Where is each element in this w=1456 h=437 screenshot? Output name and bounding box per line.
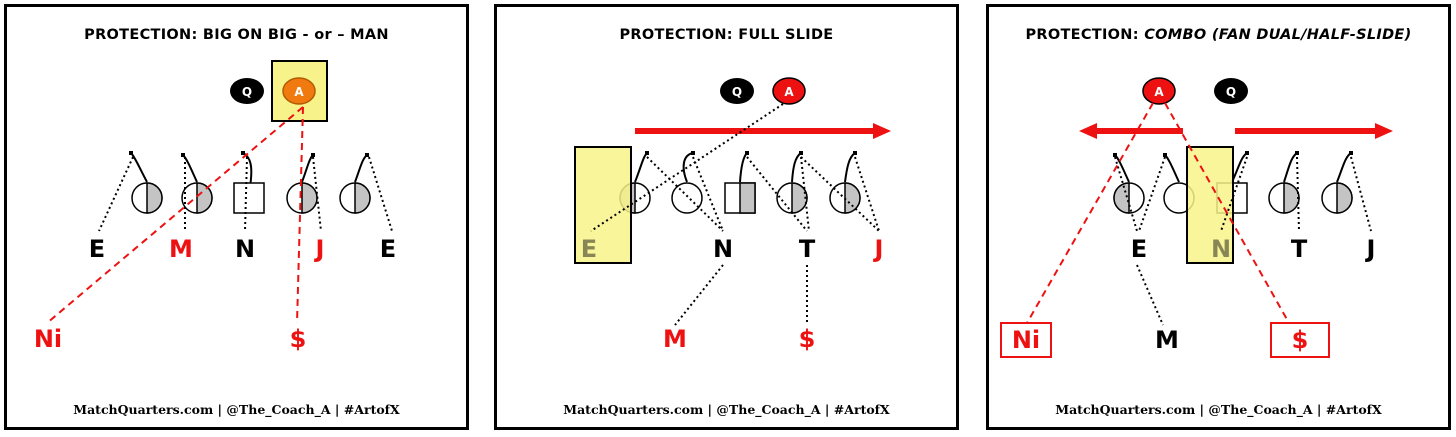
defender-ni: Ni xyxy=(34,325,62,353)
defender-e: E xyxy=(1131,235,1147,263)
defender-n: N xyxy=(235,235,255,263)
qb-marker xyxy=(720,78,754,104)
defender-t: T xyxy=(799,235,816,263)
title-main: BIG ON BIG - or – MAN xyxy=(202,27,389,43)
panel-title: PROTECTION: BIG ON BIG - or – MAN xyxy=(7,27,466,43)
qb-label: Q xyxy=(242,85,252,99)
e-highlight-box xyxy=(574,146,632,264)
assignment-lines xyxy=(1114,156,1372,326)
ni-box xyxy=(1000,322,1052,358)
title-prefix: PROTECTION: xyxy=(619,27,739,43)
defender-e: E xyxy=(581,235,597,263)
defender-n: N xyxy=(1211,235,1231,263)
panel-big-on-big: PROTECTION: BIG ON BIG - or – MAN Q A xyxy=(4,4,469,430)
defender-e-left: E xyxy=(89,235,105,263)
title-main: COMBO (FAN DUAL/HALF-SLIDE) xyxy=(1144,27,1412,43)
defender-j: J xyxy=(873,235,884,263)
offensive-line xyxy=(131,182,371,214)
ol-block-arrows xyxy=(634,152,856,183)
safety-box xyxy=(1270,322,1330,358)
back-read-lines xyxy=(46,106,304,324)
panel-title: PROTECTION: FULL SLIDE xyxy=(497,27,956,43)
defender-t: T xyxy=(1291,235,1308,263)
title-prefix: PROTECTION: xyxy=(1025,27,1145,43)
panel-footer: MatchQuarters.com | @The_Coach_A | #Arto… xyxy=(1055,402,1382,417)
back-marker xyxy=(1142,77,1176,105)
panel-title: PROTECTION: COMBO (FAN DUAL/HALF-SLIDE) xyxy=(989,27,1448,43)
defender-j: J xyxy=(314,235,325,263)
defender-m: M xyxy=(169,235,193,263)
defender-ni: Ni xyxy=(1012,326,1040,354)
ol-block-arrows xyxy=(130,152,368,188)
panel-footer: MatchQuarters.com | @The_Coach_A | #Arto… xyxy=(563,402,890,417)
diagram-full-slide: Q A xyxy=(574,77,891,353)
back-marker xyxy=(282,77,316,105)
back-read-lines xyxy=(1026,102,1290,324)
assignment-lines xyxy=(590,103,880,326)
qb-marker xyxy=(230,78,264,104)
assignment-lines xyxy=(98,156,393,232)
back-label: A xyxy=(294,85,304,99)
defender-safety: $ xyxy=(799,325,816,353)
back-marker xyxy=(772,77,806,105)
panel-combo: PROTECTION: COMBO (FAN DUAL/HALF-SLIDE) … xyxy=(986,4,1451,430)
back-label: A xyxy=(784,85,794,99)
qb-label: Q xyxy=(732,85,742,99)
defender-safety: $ xyxy=(290,325,307,353)
defender-m: M xyxy=(1155,326,1179,354)
defender-j: J xyxy=(1365,235,1376,263)
defender-n: N xyxy=(713,235,733,263)
panel-full-slide: PROTECTION: FULL SLIDE Q A xyxy=(494,4,959,430)
diagram-combo: A Q xyxy=(1000,77,1393,358)
defender-e-right: E xyxy=(380,235,396,263)
title-main: FULL SLIDE xyxy=(738,27,834,43)
title-prefix: PROTECTION: xyxy=(84,27,203,43)
n-highlight-box xyxy=(1186,146,1234,264)
defender-m: M xyxy=(663,325,687,353)
qb-label: Q xyxy=(1226,85,1236,99)
panel-footer: MatchQuarters.com | @The_Coach_A | #Arto… xyxy=(73,402,400,417)
back-label: A xyxy=(1154,85,1164,99)
diagram-big-on-big: Q A xyxy=(34,60,396,353)
defender-safety: $ xyxy=(1292,326,1309,354)
qb-marker xyxy=(1214,78,1248,104)
